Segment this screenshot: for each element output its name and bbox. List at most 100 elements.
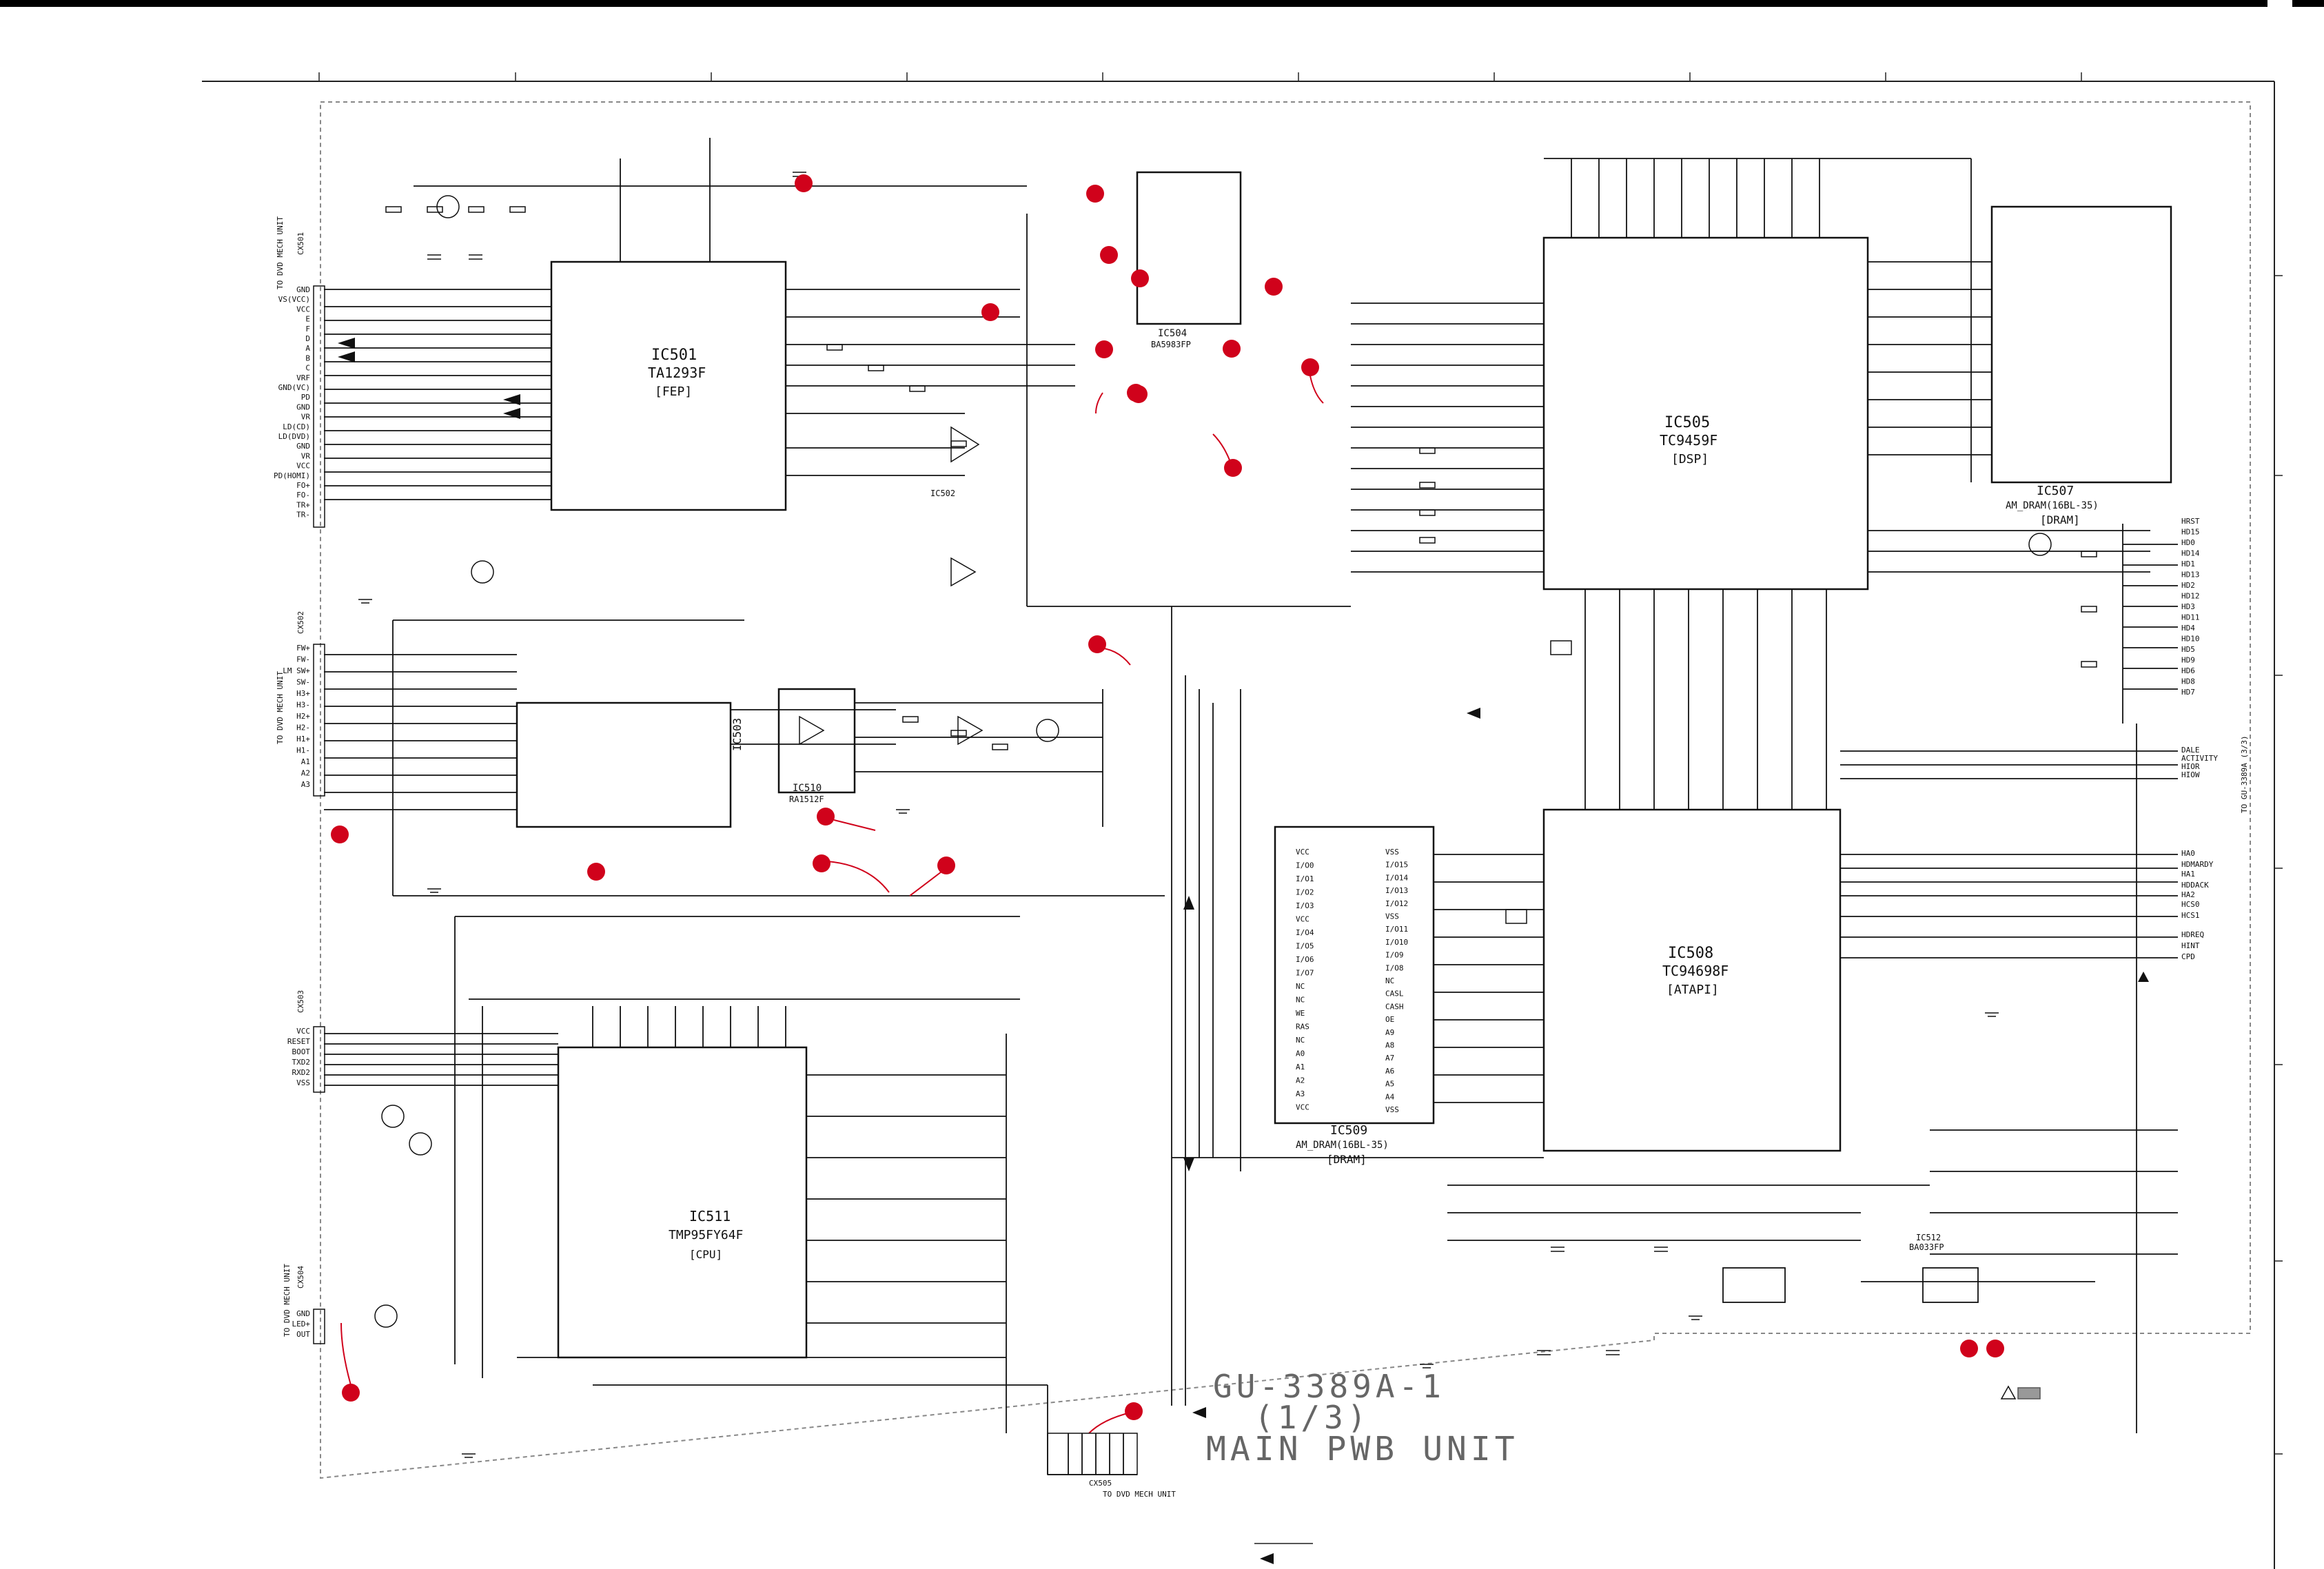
ic509-role: [DRAM] bbox=[1327, 1153, 1367, 1166]
ic505-part: TC9459F bbox=[1660, 432, 1717, 449]
pin-label: FW- bbox=[296, 655, 310, 664]
pin-label: H1+ bbox=[296, 735, 310, 744]
dram-pin-left: I/O0 bbox=[1296, 861, 1314, 870]
dram-pin-left: A3 bbox=[1296, 1089, 1305, 1098]
dram-pin-left: NC bbox=[1296, 982, 1305, 991]
caution-icon bbox=[2000, 1385, 2041, 1399]
pin-label: LD(DVD) bbox=[278, 432, 310, 441]
ic510-body bbox=[777, 688, 856, 794]
ic-labels: IC501 TA1293F [FEP] IC505 TC9459F [DSP] … bbox=[648, 328, 2099, 1261]
board-subtitle: (1/3) bbox=[1254, 1399, 1371, 1436]
ic511-role: [CPU] bbox=[689, 1248, 722, 1261]
pin-label: VRF bbox=[296, 373, 310, 382]
signal-label: HINT bbox=[2181, 941, 2200, 950]
pin-label: GND bbox=[296, 442, 310, 451]
marker-dot bbox=[1095, 340, 1113, 358]
ic507-body bbox=[1990, 205, 2172, 484]
dram-pin-left: A2 bbox=[1296, 1076, 1305, 1085]
dram-pin-right: I/O10 bbox=[1385, 938, 1408, 947]
pin-label: HD4 bbox=[2181, 624, 2195, 633]
dram-pin-left: I/O7 bbox=[1296, 969, 1314, 978]
bus-arrows bbox=[338, 338, 2149, 1564]
pin-label: H2+ bbox=[296, 712, 310, 721]
pin-label: B bbox=[305, 353, 310, 362]
pin-label: VR bbox=[301, 451, 311, 460]
red-markers bbox=[331, 174, 2004, 1420]
pin-label: LM SW+ bbox=[283, 666, 310, 675]
dram-pin-left: A0 bbox=[1296, 1049, 1305, 1058]
dram-pin-left: I/O6 bbox=[1296, 955, 1314, 964]
pin-label: RESET bbox=[287, 1037, 310, 1046]
ic512-part: BA033FP bbox=[1909, 1242, 1944, 1252]
ic509-body bbox=[1274, 825, 1435, 1125]
pin-label: HD5 bbox=[2181, 645, 2195, 654]
board-title: GU-3389A-1 bbox=[1213, 1368, 1445, 1405]
ic505-body bbox=[1542, 236, 1869, 591]
pin-label: HD0 bbox=[2181, 538, 2195, 547]
pin-label: H2- bbox=[296, 724, 310, 732]
ic507-part: AM_DRAM(16BL-35) bbox=[2006, 500, 2099, 511]
dram-pin-right: A4 bbox=[1385, 1092, 1395, 1101]
ic507-ref: IC507 bbox=[2037, 484, 2074, 498]
signal-label: HDMARDY bbox=[2181, 860, 2214, 869]
pin-label: LD(CD) bbox=[283, 422, 310, 431]
dram-pin-right: I/O15 bbox=[1385, 861, 1408, 870]
pin-label: VSS bbox=[296, 1078, 310, 1087]
arrow-icon bbox=[1183, 896, 1194, 910]
dram-pin-left: I/O4 bbox=[1296, 928, 1314, 937]
ic501-ref: IC501 bbox=[651, 347, 697, 364]
cx505-ref: CX505 bbox=[1089, 1479, 1112, 1488]
ground-symbols bbox=[358, 599, 1999, 1458]
board-name: MAIN PWB UNIT bbox=[1206, 1430, 1519, 1468]
ic508-part: TC94698F bbox=[1662, 963, 1729, 979]
cx503-ref: CX503 bbox=[296, 990, 305, 1013]
marker-dot bbox=[1986, 1340, 2004, 1357]
marker-dot bbox=[1100, 246, 1118, 264]
signal-label: CPD bbox=[2181, 952, 2195, 961]
pin-label: RXD2 bbox=[292, 1068, 311, 1077]
cx501-ref: CX501 bbox=[296, 232, 305, 255]
cx504-caption: TO DVD MECH UNIT bbox=[283, 1264, 292, 1337]
red-marker-arrows bbox=[340, 371, 1324, 1434]
pin-label: TR+ bbox=[296, 500, 310, 509]
arrow-icon bbox=[1260, 1553, 1274, 1564]
pin-label: FO- bbox=[296, 491, 310, 500]
ic505-role: [DSP] bbox=[1671, 452, 1709, 466]
dram-pin-left: I/O5 bbox=[1296, 942, 1314, 951]
ic501-role: [FEP] bbox=[655, 384, 692, 399]
pin-label: HD14 bbox=[2181, 549, 2200, 558]
ic504-ref: IC504 bbox=[1158, 328, 1187, 339]
dram-pin-right: OE bbox=[1385, 1015, 1394, 1024]
cx501-caption: TO DVD MECH UNIT bbox=[276, 216, 285, 289]
cx504-ref: CX504 bbox=[296, 1266, 305, 1289]
connector-labels: CX501 TO DVD MECH UNIT CX502 TO DVD MECH… bbox=[276, 216, 2249, 1499]
pin-label: HD1 bbox=[2181, 560, 2195, 568]
pin-label: A2 bbox=[301, 769, 310, 778]
marker-dot bbox=[981, 303, 999, 321]
pin-label: A3 bbox=[301, 780, 310, 789]
dram-pin-left: VCC bbox=[1296, 1103, 1309, 1112]
dram-pin-right: A6 bbox=[1385, 1067, 1394, 1076]
ic508-body bbox=[1542, 808, 1842, 1152]
signal-label: HDREQ bbox=[2181, 930, 2204, 939]
pin-label: HD8 bbox=[2181, 677, 2195, 686]
pin-label: VCC bbox=[296, 1027, 310, 1036]
dram-pin-right: I/O12 bbox=[1385, 899, 1408, 908]
pin-label: VR bbox=[301, 413, 311, 422]
dram-pin-right: A7 bbox=[1385, 1054, 1394, 1063]
pin-label: H3- bbox=[296, 701, 310, 710]
ic508-role: [ATAPI] bbox=[1666, 983, 1719, 997]
signal-label: HA0 bbox=[2181, 849, 2195, 858]
pin-label: HD3 bbox=[2181, 602, 2195, 611]
pin-label: VCC bbox=[296, 462, 310, 471]
pin-label: D bbox=[305, 334, 310, 343]
right-side-caption: TO GU-3389A (3/3) bbox=[2240, 735, 2249, 813]
pin-label: E bbox=[305, 315, 310, 324]
marker-dot bbox=[1960, 1340, 1978, 1357]
wiring bbox=[324, 138, 2178, 1475]
signal-label: HIOR bbox=[2181, 762, 2200, 771]
pin-label: GND bbox=[296, 1309, 310, 1318]
arrow-icon bbox=[503, 394, 520, 405]
pin-label: VCC bbox=[296, 305, 310, 314]
pin-label: OUT bbox=[296, 1330, 310, 1339]
